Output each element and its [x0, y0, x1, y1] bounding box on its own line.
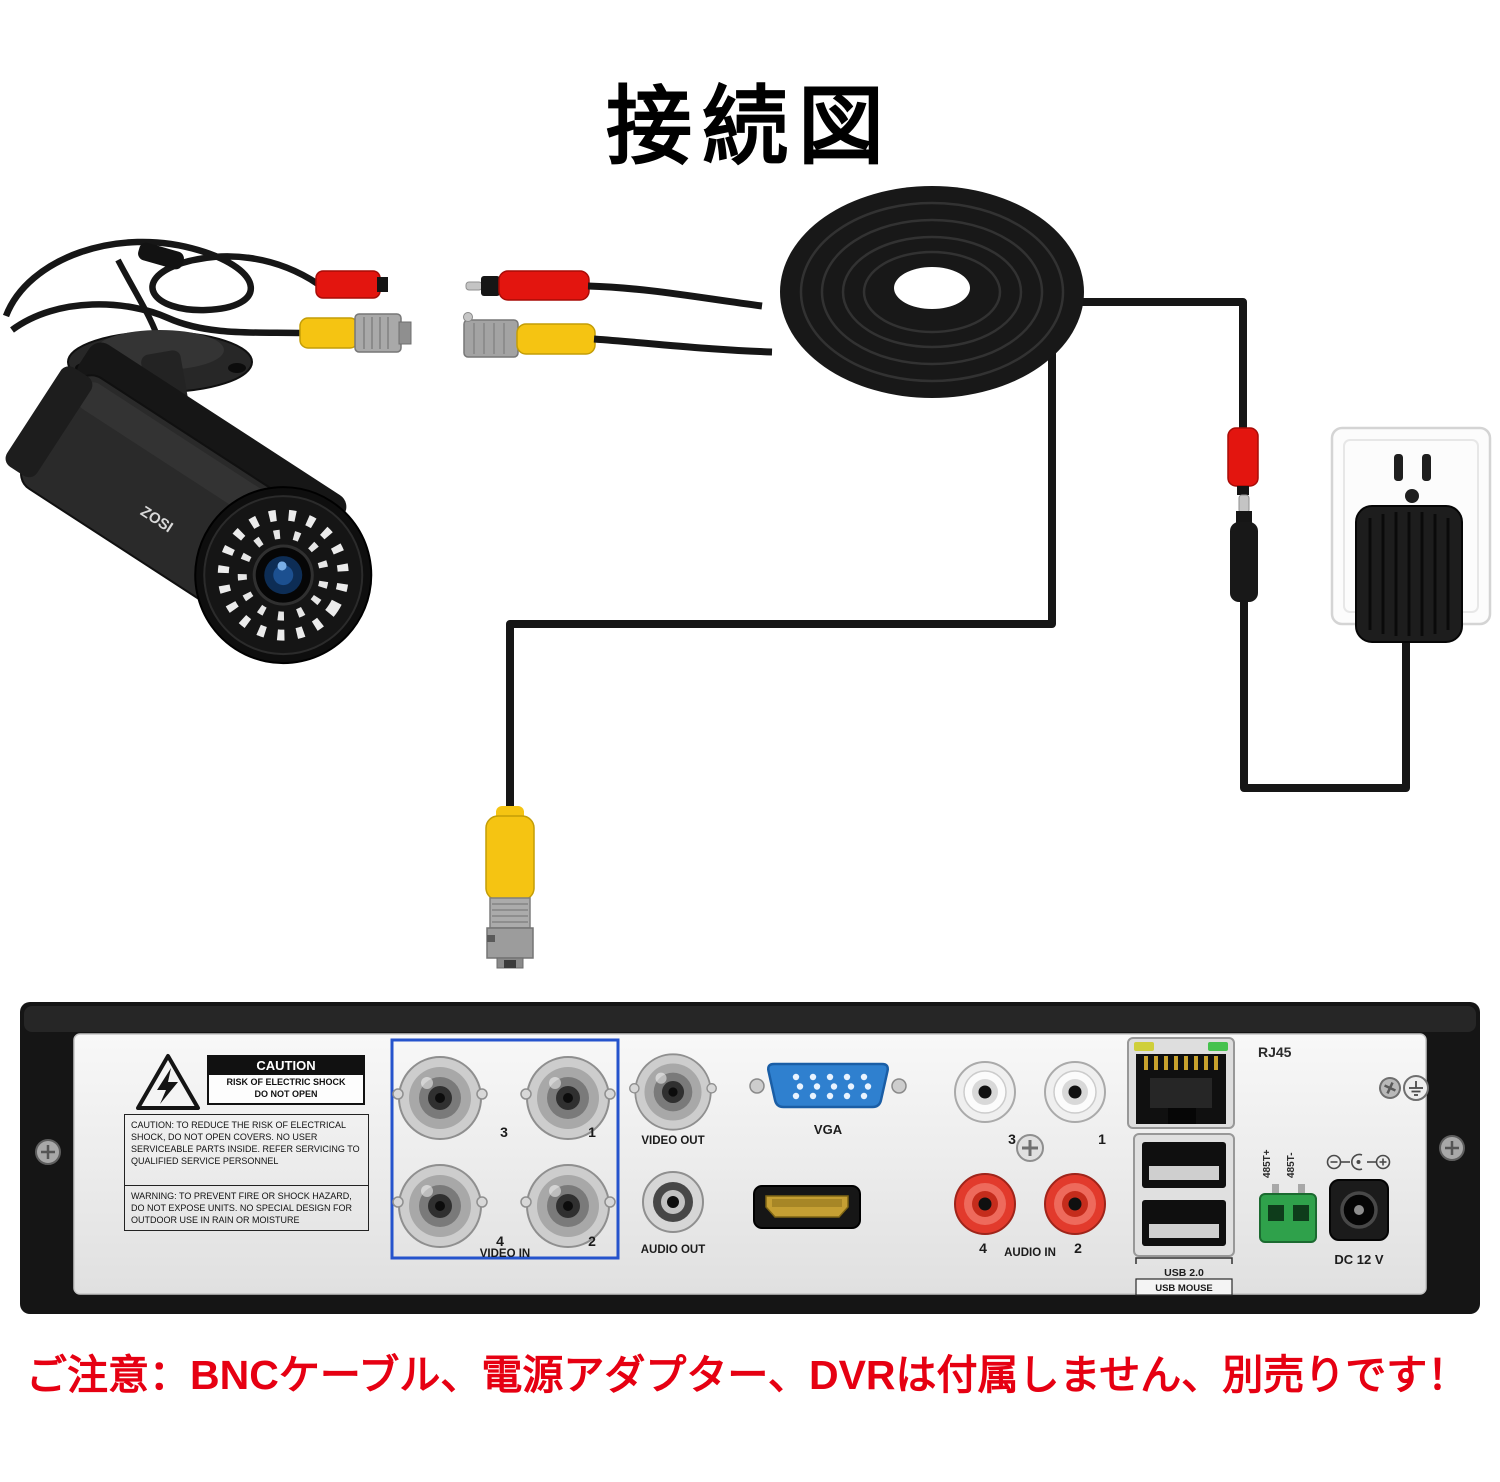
rj45-led-right — [1208, 1042, 1228, 1051]
caution-paragraph: CAUTION: TO REDUCE THE RISK OF ELECTRICA… — [125, 1115, 368, 1186]
vga-label: VGA — [814, 1122, 843, 1137]
extension-video-connector-bnc — [463, 312, 773, 358]
rs485-minus-label: 485T- — [1286, 1152, 1297, 1178]
rs485-terminal — [1259, 1184, 1317, 1243]
outlet-socket-top — [1394, 454, 1431, 503]
caution-header: CAUTION — [209, 1057, 363, 1075]
dvr-video-connector-bnc — [485, 806, 535, 969]
usb-label-bracket — [1135, 1257, 1233, 1264]
video-in-ch3-label: 3 — [500, 1124, 508, 1140]
video-out-label: VIDEO OUT — [641, 1135, 704, 1147]
camera-cable-tangle — [2, 238, 320, 345]
audio-out-port — [642, 1171, 704, 1233]
wire-coil-to-dvr — [506, 352, 1056, 818]
audio-in-label: AUDIO IN — [1004, 1247, 1056, 1259]
audio-in-ports — [954, 1061, 1106, 1235]
video-in-ch1-label: 1 — [588, 1124, 596, 1140]
audio-in-port-1 — [1044, 1061, 1106, 1123]
ir-led-ring-outer — [217, 509, 349, 641]
power-extension-coupler — [1227, 427, 1259, 602]
rj45-port — [1127, 1037, 1235, 1129]
dc-label: DC 12 V — [1334, 1252, 1383, 1267]
video-in-highlight-box — [390, 1038, 620, 1260]
dc-polarity-icon — [1326, 1153, 1391, 1171]
audio-in-ch3-label: 3 — [1008, 1131, 1016, 1147]
cable-clip — [138, 242, 184, 270]
audio-in-ch1-label: 1 — [1098, 1131, 1106, 1147]
camera-power-connector-red — [315, 270, 388, 299]
security-camera: ZOSI — [5, 342, 373, 665]
notice-text: ご注意：BNCケーブル、電源アダプター、DVRは付属しません、別売りです！ — [26, 1352, 1469, 1398]
panel-screw-top-right — [1379, 1077, 1401, 1099]
usb-mouse-label-box — [1135, 1278, 1233, 1296]
video-in-ch2-label: 2 — [588, 1233, 596, 1249]
audio-in-port-4 — [954, 1173, 1016, 1235]
cable-coil — [780, 186, 1084, 398]
caution-risk-line2: DO NOT OPEN — [254, 1088, 318, 1099]
usb-ports — [1133, 1133, 1235, 1264]
caution-paragraphs: CAUTION: TO REDUCE THE RISK OF ELECTRICA… — [124, 1114, 369, 1232]
audio-in-port-3 — [954, 1061, 1016, 1123]
dvr-rear-panel: 3 1 4 2 VIDEO IN VIDEO OUT AUDIO OUT VGA… — [20, 1002, 1480, 1314]
panel-screw-center — [1016, 1134, 1044, 1162]
usb-mouse-label: USB MOUSE — [1155, 1283, 1213, 1294]
camera-back-cap — [5, 366, 93, 478]
usb-port-bottom — [1142, 1200, 1226, 1246]
page-title: 接続図 — [606, 79, 894, 175]
rs485-plus-label: 485T+ — [1262, 1149, 1273, 1178]
dc-power-jack — [1329, 1179, 1389, 1241]
wall-outlet — [1330, 426, 1492, 643]
audio-out-label: AUDIO OUT — [641, 1244, 706, 1256]
rj45-led-left — [1134, 1042, 1154, 1051]
chassis-screw-right — [1438, 1134, 1466, 1162]
power-adapter — [1355, 505, 1463, 643]
caution-risk-line1: RISK OF ELECTRIC SHOCK — [226, 1077, 346, 1087]
wire-coil-to-power — [1078, 298, 1247, 428]
warning-triangle-icon — [136, 1054, 200, 1110]
video-in-ch4-label: 4 — [496, 1233, 504, 1249]
audio-in-ch2-label: 2 — [1074, 1240, 1082, 1256]
camera-video-connector-bnc — [299, 313, 412, 353]
hdmi-port — [753, 1185, 861, 1229]
warning-paragraph: WARNING: TO PREVENT FIRE OR SHOCK HAZARD… — [131, 1191, 353, 1226]
wire-plug-to-adapter — [1240, 600, 1410, 792]
extension-power-plug — [465, 270, 763, 310]
usb-label: USB 2.0 — [1164, 1267, 1204, 1279]
caution-risk-text: RISK OF ELECTRIC SHOCK DO NOT OPEN — [209, 1075, 363, 1103]
audio-in-port-2 — [1044, 1173, 1106, 1235]
vga-port — [749, 1062, 907, 1109]
video-in-label: VIDEO IN — [480, 1248, 530, 1260]
rj45-label: RJ45 — [1258, 1044, 1292, 1060]
caution-label: CAUTION RISK OF ELECTRIC SHOCK DO NOT OP… — [207, 1055, 365, 1106]
chassis-screw-left — [34, 1138, 62, 1166]
audio-in-ch4-label: 4 — [979, 1240, 987, 1256]
ground-symbol-icon — [1403, 1075, 1429, 1101]
usb-port-top — [1142, 1142, 1226, 1188]
